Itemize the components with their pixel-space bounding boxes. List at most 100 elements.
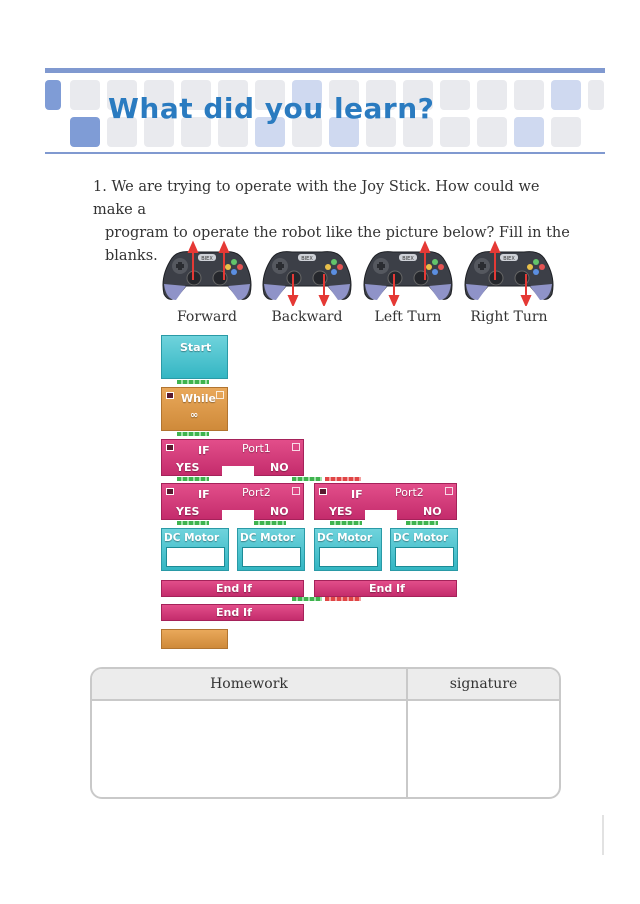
dc-motor-block-2: DC Motor xyxy=(237,528,305,571)
dc-motor-block-1: DC Motor xyxy=(161,528,229,571)
header-tile xyxy=(107,80,137,110)
brand-logo-text: BIEX xyxy=(201,256,213,262)
while-label: While xyxy=(181,392,216,405)
gamepad-icon: BIEX xyxy=(464,240,554,308)
infinity-icon: ∞ xyxy=(190,410,199,421)
joystick-label: Backward xyxy=(271,309,343,325)
block-handle-icon xyxy=(166,444,174,451)
header-tile xyxy=(255,80,285,110)
header-tile xyxy=(329,117,359,147)
gamepad-icon: BIEX xyxy=(162,240,252,300)
if-notch xyxy=(365,510,397,521)
joystick-right-turn: BIEX xyxy=(460,240,558,308)
header-tile xyxy=(551,117,581,147)
header-tile xyxy=(551,80,581,110)
homework-cell[interactable] xyxy=(92,701,406,797)
signature-cell[interactable] xyxy=(406,701,559,797)
header-tile xyxy=(477,80,507,110)
header-top-rule xyxy=(45,68,605,73)
no-label: NO xyxy=(423,505,442,518)
dc-motor-label: DC Motor xyxy=(164,532,220,544)
dc-motor-block-4: DC Motor xyxy=(390,528,458,571)
if-label: IF xyxy=(198,444,210,457)
header-tile xyxy=(292,80,322,110)
block-corner-icon xyxy=(445,487,453,495)
gamepad-icon: BIEX xyxy=(262,251,352,308)
end-if-label: End If xyxy=(216,582,252,595)
header-tile xyxy=(366,117,396,147)
header-tile xyxy=(477,117,507,147)
connector-branch xyxy=(325,597,361,601)
block-handle-icon xyxy=(166,392,174,399)
brand-logo-text: BIEX xyxy=(301,256,313,262)
header-tile xyxy=(255,117,285,147)
header-tile xyxy=(144,117,174,147)
header-tile xyxy=(329,80,359,110)
header-tile xyxy=(70,80,100,110)
header-tile xyxy=(181,117,211,147)
homework-header: Homework xyxy=(92,669,406,701)
block-handle-icon xyxy=(166,488,174,495)
gamepad-icon: BIEX xyxy=(363,240,453,308)
block-corner-icon xyxy=(216,391,224,399)
connector xyxy=(406,521,438,525)
connector xyxy=(292,597,322,601)
port-label: Port2 xyxy=(395,486,424,499)
header-tile xyxy=(440,80,470,110)
port-label: Port1 xyxy=(242,442,271,455)
header-tile xyxy=(181,80,211,110)
header-tile xyxy=(45,80,61,110)
joystick-label: Left Turn xyxy=(374,309,442,325)
connector xyxy=(292,477,322,481)
question-line-1: 1. We are trying to operate with the Joy… xyxy=(93,179,540,218)
start-block: Start xyxy=(161,335,228,379)
joystick-label: Right Turn xyxy=(470,309,548,325)
arrow-up-icon xyxy=(419,240,431,280)
motor-value-blank[interactable] xyxy=(395,547,454,567)
joystick-backward: BIEX xyxy=(258,240,356,308)
end-if-label: End If xyxy=(216,606,252,619)
header-tile xyxy=(440,117,470,147)
block-corner-icon xyxy=(292,487,300,495)
start-label: Start xyxy=(180,341,212,354)
arrow-down-icon xyxy=(318,274,330,308)
end-if-block-left: End If xyxy=(161,580,304,597)
header-tile xyxy=(514,117,544,147)
header-tile xyxy=(588,80,604,110)
motor-value-blank[interactable] xyxy=(319,547,378,567)
connector-branch xyxy=(325,477,361,481)
yes-label: YES xyxy=(176,505,200,518)
yes-label: YES xyxy=(329,505,353,518)
no-label: NO xyxy=(270,505,289,518)
header-tile xyxy=(403,80,433,110)
dc-motor-label: DC Motor xyxy=(317,532,373,544)
page-title: What did you learn? xyxy=(108,92,435,125)
no-label: NO xyxy=(270,461,289,474)
brand-logo-text: BIEX xyxy=(503,256,515,262)
end-if-block-outer: End If xyxy=(161,604,304,621)
header-tile xyxy=(514,80,544,110)
while-end-block xyxy=(161,629,228,649)
motor-value-blank[interactable] xyxy=(166,547,225,567)
header-tile xyxy=(70,117,100,147)
arrow-down-icon xyxy=(388,274,400,308)
if-notch xyxy=(222,466,254,477)
connector xyxy=(254,521,286,525)
page-edge-mark xyxy=(602,815,604,855)
connector xyxy=(177,380,209,384)
dc-motor-block-3: DC Motor xyxy=(314,528,382,571)
header-tile xyxy=(218,117,248,147)
if-notch xyxy=(222,510,254,521)
joystick-left-turn: BIEX xyxy=(359,240,457,308)
header-tile xyxy=(107,117,137,147)
connector xyxy=(177,477,209,481)
joystick-forward: BIEX xyxy=(158,240,256,306)
yes-label: YES xyxy=(176,461,200,474)
arrow-down-icon xyxy=(520,274,532,308)
question-1: 1. We are trying to operate with the Joy… xyxy=(93,176,583,268)
while-block: While ∞ xyxy=(161,387,228,431)
header-bottom-rule xyxy=(45,152,605,154)
if-label: IF xyxy=(198,488,210,501)
block-handle-icon xyxy=(319,488,327,495)
motor-value-blank[interactable] xyxy=(242,547,301,567)
